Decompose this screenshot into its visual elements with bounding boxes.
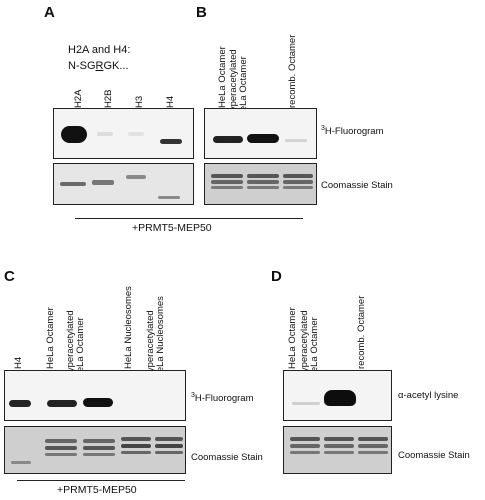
lane-label-h3: H3 bbox=[134, 95, 145, 108]
lane-label-d-hela-octamer: HeLa Octamer bbox=[287, 307, 298, 369]
cband-c4b bbox=[155, 444, 183, 448]
lane-label-h4: H4 bbox=[165, 95, 176, 108]
gel-d-western bbox=[283, 370, 392, 421]
treatment-label-ab: +PRMT5-MEP50 bbox=[132, 222, 212, 234]
coomassie-label-d: Coomassie Stain bbox=[398, 450, 470, 461]
cband-d3a bbox=[358, 437, 388, 441]
sequence-arginine: R bbox=[95, 60, 104, 72]
band-d-hela-octamer bbox=[292, 402, 320, 405]
fluorogram-text-c: H-Fluorogram bbox=[194, 393, 254, 405]
fluorogram-text: H-Fluorogram bbox=[324, 126, 384, 138]
gel-a-fluorogram bbox=[53, 108, 194, 159]
gel-b-fluorogram bbox=[204, 108, 317, 159]
cband-d1a bbox=[290, 437, 320, 441]
cband-b1b bbox=[211, 180, 243, 184]
gel-b-coomassie bbox=[204, 163, 317, 205]
cband-c3c bbox=[121, 451, 151, 454]
cband-b3a bbox=[283, 174, 313, 178]
cband-b2c bbox=[247, 186, 279, 189]
band-hela-octamer bbox=[213, 136, 243, 143]
cband-d2b bbox=[324, 444, 354, 448]
lane-label-c-hyperacetylated-nucleosomes: Hyperacetylated HeLa Nucleosomes bbox=[145, 296, 166, 379]
cband-c1b bbox=[45, 446, 77, 450]
fluorogram-label-c: 3H-Fluorogram bbox=[191, 392, 254, 404]
cband-c4a bbox=[155, 437, 183, 441]
lane-label-d-hyperacetylated-octamer: Hyperacetylated HeLa Octamer bbox=[299, 310, 320, 379]
western-label-d: α-acetyl lysine bbox=[398, 390, 459, 401]
cband-b2b bbox=[247, 180, 279, 184]
coomassie-label-b: Coomassie Stain bbox=[321, 180, 393, 191]
panel-label-c: C bbox=[4, 268, 15, 285]
band-c-h4 bbox=[9, 400, 31, 407]
band-h4 bbox=[160, 139, 182, 144]
lane-label-c-hela-octamer: HeLa Octamer bbox=[45, 307, 56, 369]
band-h2b bbox=[97, 132, 113, 136]
cband-b1a bbox=[211, 174, 243, 178]
gel-c-coomassie bbox=[4, 426, 186, 474]
cband-h2b bbox=[92, 180, 114, 185]
lane-label-h2b: H2B bbox=[103, 89, 114, 108]
cband-c1c bbox=[45, 453, 77, 456]
band-recomb bbox=[285, 139, 307, 142]
lane-label-c-hyperacetylated-octamer: Hyperacetylated HeLa Octamer bbox=[65, 310, 86, 379]
cband-c2a bbox=[83, 439, 115, 443]
cband-h4 bbox=[158, 196, 180, 199]
cband-d2a bbox=[324, 437, 354, 441]
sequence-prefix: N-SG bbox=[68, 60, 96, 72]
cband-d3b bbox=[358, 444, 388, 448]
cband-c4c bbox=[155, 451, 183, 454]
panel-label-d: D bbox=[271, 268, 282, 285]
fluorogram-sup: 3 bbox=[321, 125, 325, 132]
cband-c3a bbox=[121, 437, 151, 441]
gel-c-fluorogram bbox=[4, 370, 186, 421]
cband-d1b bbox=[290, 444, 320, 448]
cband-d2c bbox=[324, 451, 354, 454]
band-h3 bbox=[128, 132, 144, 136]
gel-a-coomassie bbox=[53, 163, 194, 205]
lane-label-c-hela-nucleosomes: HeLa Nucleosomes bbox=[123, 286, 134, 369]
cband-c-h4 bbox=[11, 461, 31, 464]
fluorogram-sup-c: 3 bbox=[191, 392, 195, 399]
cband-d1c bbox=[290, 451, 320, 454]
cband-b3c bbox=[283, 186, 313, 189]
band-c-hela-octamer bbox=[47, 400, 77, 407]
cband-d3c bbox=[358, 451, 388, 454]
band-d-hyperacetylated bbox=[324, 390, 356, 406]
lane-label-d-recomb-octamer: recomb. Octamer bbox=[356, 295, 367, 369]
treatment-line-ab bbox=[75, 218, 303, 219]
cband-h3 bbox=[126, 175, 146, 179]
cband-b2a bbox=[247, 174, 279, 178]
lane-label-h2a: H2A bbox=[73, 89, 84, 108]
panel-label-a: A bbox=[44, 4, 55, 21]
cband-c2c bbox=[83, 453, 115, 456]
lane-label-recomb-octamer: recomb. Octamer bbox=[287, 34, 298, 108]
band-hyperacetylated bbox=[247, 134, 279, 143]
cband-h2a bbox=[60, 182, 86, 186]
sequence-suffix: GK... bbox=[103, 60, 129, 72]
lane-label-hela-octamer: HeLa Octamer bbox=[217, 46, 228, 108]
gel-d-coomassie bbox=[283, 426, 392, 474]
band-h2a bbox=[61, 126, 87, 143]
cband-c3b bbox=[121, 444, 151, 448]
treatment-line-c bbox=[17, 480, 185, 481]
sequence-note-title: H2A and H4: bbox=[68, 44, 131, 56]
band-c-hyperacetylated bbox=[83, 398, 113, 407]
cband-c1a bbox=[45, 439, 77, 443]
coomassie-label-c: Coomassie Stain bbox=[191, 452, 263, 463]
fluorogram-label-b: 3H-Fluorogram bbox=[321, 125, 384, 137]
cband-c2b bbox=[83, 446, 115, 450]
cband-b1c bbox=[211, 186, 243, 189]
cband-b3b bbox=[283, 180, 313, 184]
panel-label-b: B bbox=[196, 4, 207, 21]
treatment-label-c: +PRMT5-MEP50 bbox=[57, 484, 137, 496]
lane-label-c-h4: H4 bbox=[13, 356, 24, 369]
sequence-note: N-SGRGK... bbox=[68, 60, 129, 72]
